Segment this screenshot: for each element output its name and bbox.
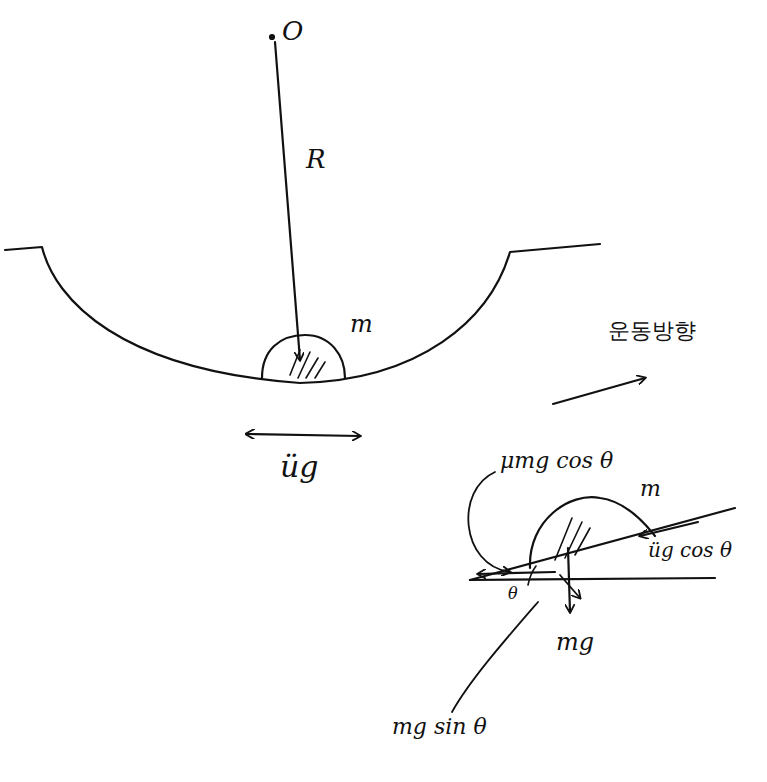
horizontal-line [470,578,715,580]
leader-line [468,472,510,572]
force-label: μmg cos θ [500,450,613,472]
radius-line [275,42,300,360]
angle-label: θ [508,586,518,602]
angle-arc [528,566,536,585]
acceleration-arrow [246,434,360,436]
pivot-dot [270,35,274,39]
point-label: O [282,18,303,44]
weight-arrow [568,548,570,612]
component-arrow [560,575,580,598]
mass-hatching [555,518,590,560]
direction-label: 운동방향 [608,320,696,342]
direction-arrow [553,378,645,404]
mass [262,335,345,378]
radius-label: R [306,146,326,172]
inertial-force-arrow [640,522,698,536]
incline-line [470,508,735,580]
mass-label: m [640,478,661,500]
bowl-surface [5,244,600,383]
force-label: mg sin θ [392,716,487,738]
acceleration-label: üg [280,452,319,482]
mass-hatching [290,350,325,378]
mass-label: m [350,312,373,336]
friction-arrow [478,572,555,574]
mass [530,497,655,568]
force-label: mg [556,630,594,654]
force-label: üg cos θ [648,540,732,560]
leader-line [452,602,538,712]
